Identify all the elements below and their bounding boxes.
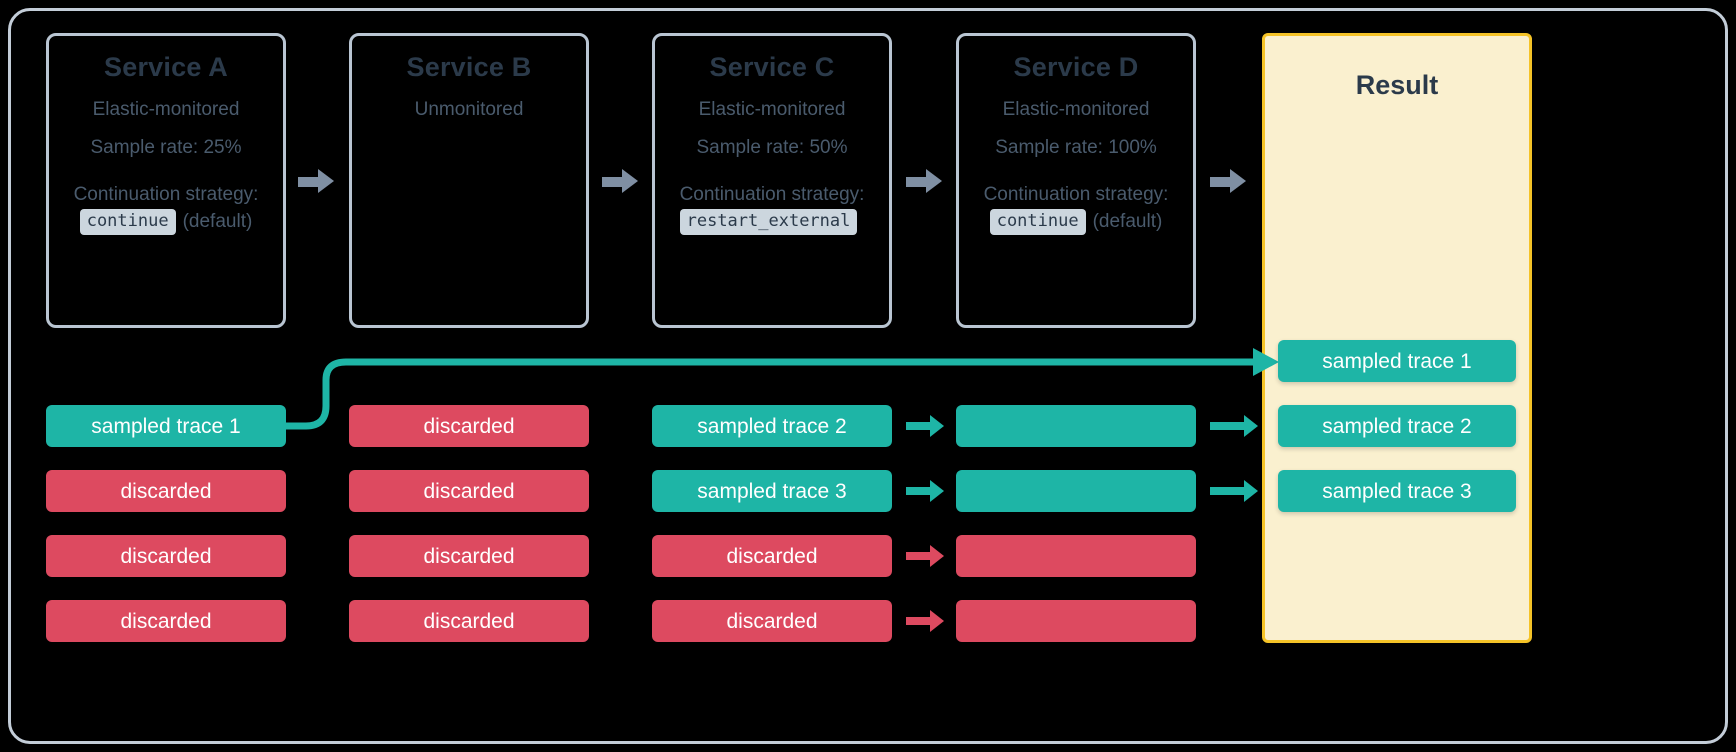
service-card-a: Service A Elastic-monitored Sample rate:… (46, 33, 286, 328)
flow-arrow-c-to-d-icon (906, 169, 942, 193)
service-b-title: Service B (406, 52, 532, 82)
trace-chip-a-3: discarded (46, 535, 286, 577)
service-d-title: Service D (1013, 52, 1139, 82)
trace-chip-a-4: discarded (46, 600, 286, 642)
result-chip-1: sampled trace 1 (1278, 340, 1516, 382)
service-d-sample-rate: Sample rate: 100% (995, 136, 1157, 158)
service-b-monitoring: Unmonitored (414, 99, 524, 121)
service-c-strategy-row: restart_external (655, 209, 889, 235)
service-d-strategy-note: (default) (1092, 211, 1163, 233)
service-c-sample-rate: Sample rate: 50% (696, 136, 848, 158)
service-a-monitoring: Elastic-monitored (92, 99, 240, 121)
service-card-b: Service B Unmonitored (349, 33, 589, 328)
trace-chip-d-3 (956, 535, 1196, 577)
service-a-strategy-note: (default) (182, 211, 253, 233)
result-title: Result (1355, 70, 1439, 100)
trace-chip-b-1: discarded (349, 405, 589, 447)
service-c-strategy-label: Continuation strategy: (679, 184, 865, 206)
trace-chip-b-2: discarded (349, 470, 589, 512)
trace-arrow-c-to-d-3-icon (906, 545, 944, 567)
service-a-strategy-row: continue (default) (49, 209, 283, 235)
service-a-strategy-label: Continuation strategy: (73, 184, 259, 206)
trace-chip-c-3: discarded (652, 535, 892, 577)
trace-chip-c-4: discarded (652, 600, 892, 642)
trace-arrow-c-to-d-1-icon (906, 415, 944, 437)
result-panel: Result (1262, 33, 1532, 643)
flow-arrow-a-to-b-icon (298, 169, 334, 193)
result-chip-2: sampled trace 2 (1278, 405, 1516, 447)
flow-arrow-d-to-result-icon (1210, 169, 1246, 193)
trace1-connector-path (282, 348, 1279, 430)
service-d-strategy-label: Continuation strategy: (983, 184, 1169, 206)
service-a-sample-rate: Sample rate: 25% (90, 136, 242, 158)
result-chip-3: sampled trace 3 (1278, 470, 1516, 512)
trace-chip-d-1 (956, 405, 1196, 447)
service-c-monitoring: Elastic-monitored (698, 99, 846, 121)
service-d-strategy-value: continue (989, 209, 1086, 235)
trace-chip-a-1: sampled trace 1 (46, 405, 286, 447)
trace-arrow-c-to-d-2-icon (906, 480, 944, 502)
service-a-title: Service A (104, 52, 228, 82)
trace-chip-d-2 (956, 470, 1196, 512)
trace-chip-d-4 (956, 600, 1196, 642)
service-c-title: Service C (709, 52, 835, 82)
service-c-strategy-value: restart_external (679, 209, 858, 235)
service-card-d: Service D Elastic-monitored Sample rate:… (956, 33, 1196, 328)
trace-chip-c-1: sampled trace 2 (652, 405, 892, 447)
trace-chip-a-2: discarded (46, 470, 286, 512)
flow-arrow-b-to-c-icon (602, 169, 638, 193)
trace-chip-b-4: discarded (349, 600, 589, 642)
service-d-monitoring: Elastic-monitored (1002, 99, 1150, 121)
trace-arrow-c-to-d-4-icon (906, 610, 944, 632)
trace-arrow-d-to-result-1-icon (1210, 415, 1258, 437)
service-d-strategy-row: continue (default) (959, 209, 1193, 235)
trace-arrow-d-to-result-2-icon (1210, 480, 1258, 502)
trace-chip-c-2: sampled trace 3 (652, 470, 892, 512)
service-a-strategy-value: continue (79, 209, 176, 235)
trace-chip-b-3: discarded (349, 535, 589, 577)
service-card-c: Service C Elastic-monitored Sample rate:… (652, 33, 892, 328)
